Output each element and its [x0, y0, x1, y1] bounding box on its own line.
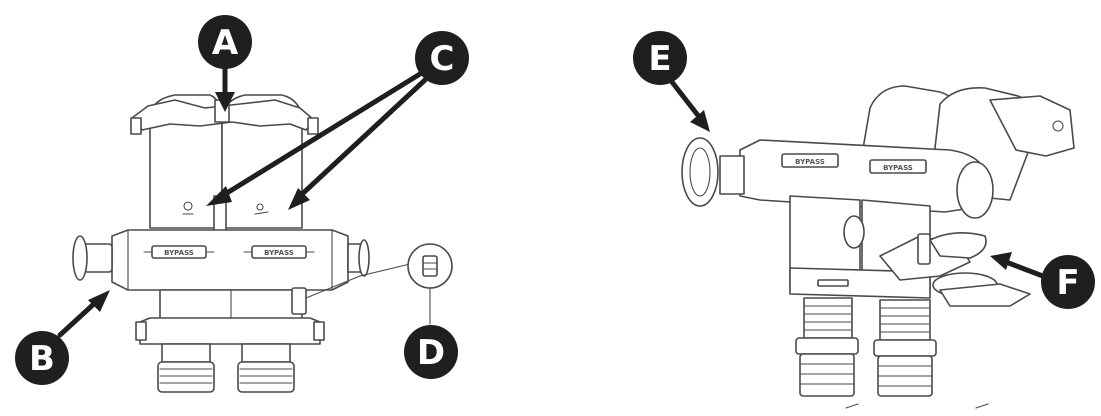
callout-d: D: [404, 325, 458, 379]
bypass-label-left: BYPASS: [164, 249, 194, 257]
right-valve-illustration: BYPASS BYPASS: [681, 85, 1075, 409]
callout-a: A: [198, 15, 252, 69]
bypass-label-right: BYPASS: [264, 249, 294, 257]
callout-d-label: D: [417, 333, 445, 373]
left-valve-illustration: BYPASS BYPASS: [72, 94, 453, 393]
callout-b: B: [15, 331, 69, 385]
bypass-label-angled-left: BYPASS: [795, 158, 825, 166]
bypass-label-angled-right: BYPASS: [883, 164, 913, 172]
callout-c-label: C: [430, 39, 455, 79]
callout-a-label: A: [212, 23, 239, 63]
callout-f: F: [1041, 255, 1095, 309]
callout-e-label: E: [648, 39, 671, 79]
callout-e: E: [633, 31, 687, 85]
callout-arrows: [57, 63, 1051, 338]
callout-f-label: F: [1056, 263, 1079, 303]
callout-c: C: [415, 31, 469, 85]
callout-b-label: B: [29, 339, 55, 379]
